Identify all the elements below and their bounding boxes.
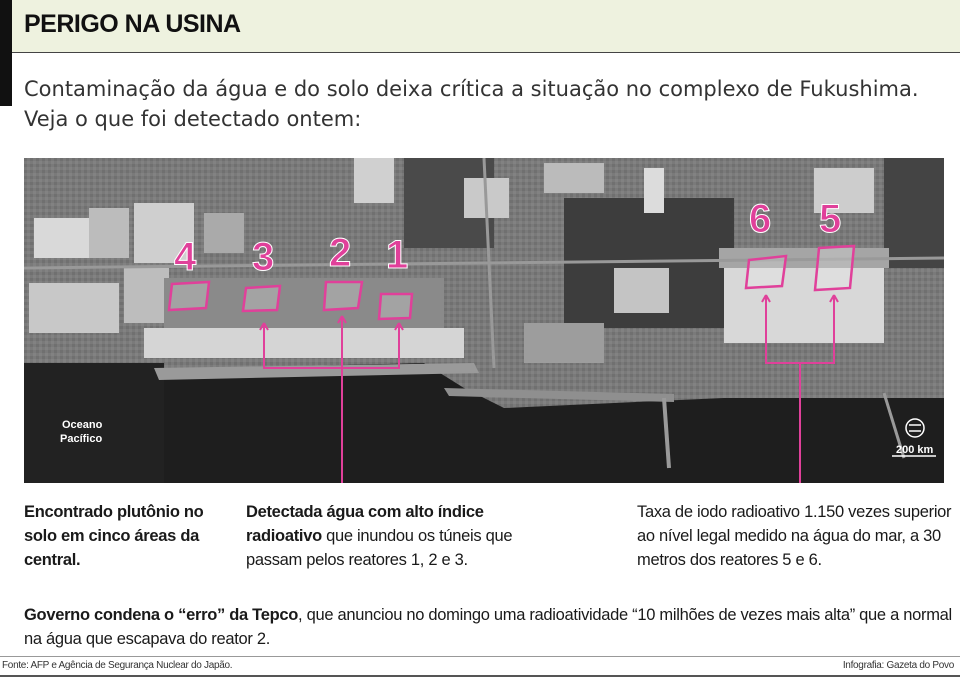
- satellite-map: 4 3 2 1 6 5 Oceano Pacífico 200 km: [24, 158, 944, 483]
- ocean-label-line1: Oceano: [62, 419, 103, 431]
- iodine-annotation: Taxa de iodo radioativo 1.150 vezes supe…: [637, 503, 952, 569]
- title-accent-bar: [0, 0, 12, 106]
- source-credit: Fonte: AFP e Agência de Segurança Nuclea…: [2, 660, 233, 671]
- plutonium-annotation: Encontrado plutônio no solo em cinco áre…: [24, 503, 204, 569]
- reactor-6-outline: [744, 254, 788, 290]
- infographic-credit: Infografia: Gazeta do Povo: [842, 660, 954, 671]
- reactor-1-outline: [377, 292, 414, 321]
- reactor-4-outline: [167, 280, 211, 312]
- highlight-overlay: 4 3 2 1 6 5 Oceano Pacífico 200 km: [60, 197, 936, 483]
- reactor-2-outline: [322, 280, 364, 312]
- bottom-divider: [0, 675, 960, 677]
- scale-label: 200 km: [896, 444, 934, 456]
- reactor-1-label: 1: [386, 233, 408, 277]
- page-title: PERIGO NA USINA: [24, 10, 241, 38]
- title-bar: [0, 0, 960, 52]
- government-note-bold: Governo condena o “erro” da Tepco: [24, 606, 299, 624]
- reactor-5-label: 5: [819, 197, 841, 241]
- ocean-label-line2: Pacífico: [60, 433, 102, 445]
- water-annotation: Detectada água com alto índice radioativ…: [246, 500, 546, 572]
- government-note: Governo condena o “erro” da Tepco, que a…: [24, 603, 954, 651]
- scale-bar: [892, 418, 936, 457]
- page-subtitle: Contaminação da água e do solo deixa crí…: [24, 77, 919, 131]
- government-note-rest: , que anunciou no domingo uma radioativi…: [24, 606, 952, 648]
- reactor-2-label: 2: [329, 231, 351, 275]
- reactors-5-6-bracket: [765, 295, 835, 364]
- water-annotation-rest: que inundou os túneis que passam pelos r…: [246, 527, 513, 569]
- reactor-6-label: 6: [749, 197, 771, 241]
- title-divider: [12, 52, 960, 53]
- north-arrow-icon: [905, 418, 925, 438]
- water-annotation-bold: Detectada água com alto índice radioativ…: [246, 503, 484, 545]
- plant-aerial-image: [24, 158, 944, 483]
- reactor-4-label: 4: [174, 235, 197, 279]
- footer-divider: [0, 656, 960, 657]
- reactor-3-label: 3: [252, 235, 274, 279]
- reactors-1-3-bracket: [263, 323, 400, 369]
- reactor-3-outline: [241, 284, 282, 313]
- reactor-5-outline: [813, 244, 856, 292]
